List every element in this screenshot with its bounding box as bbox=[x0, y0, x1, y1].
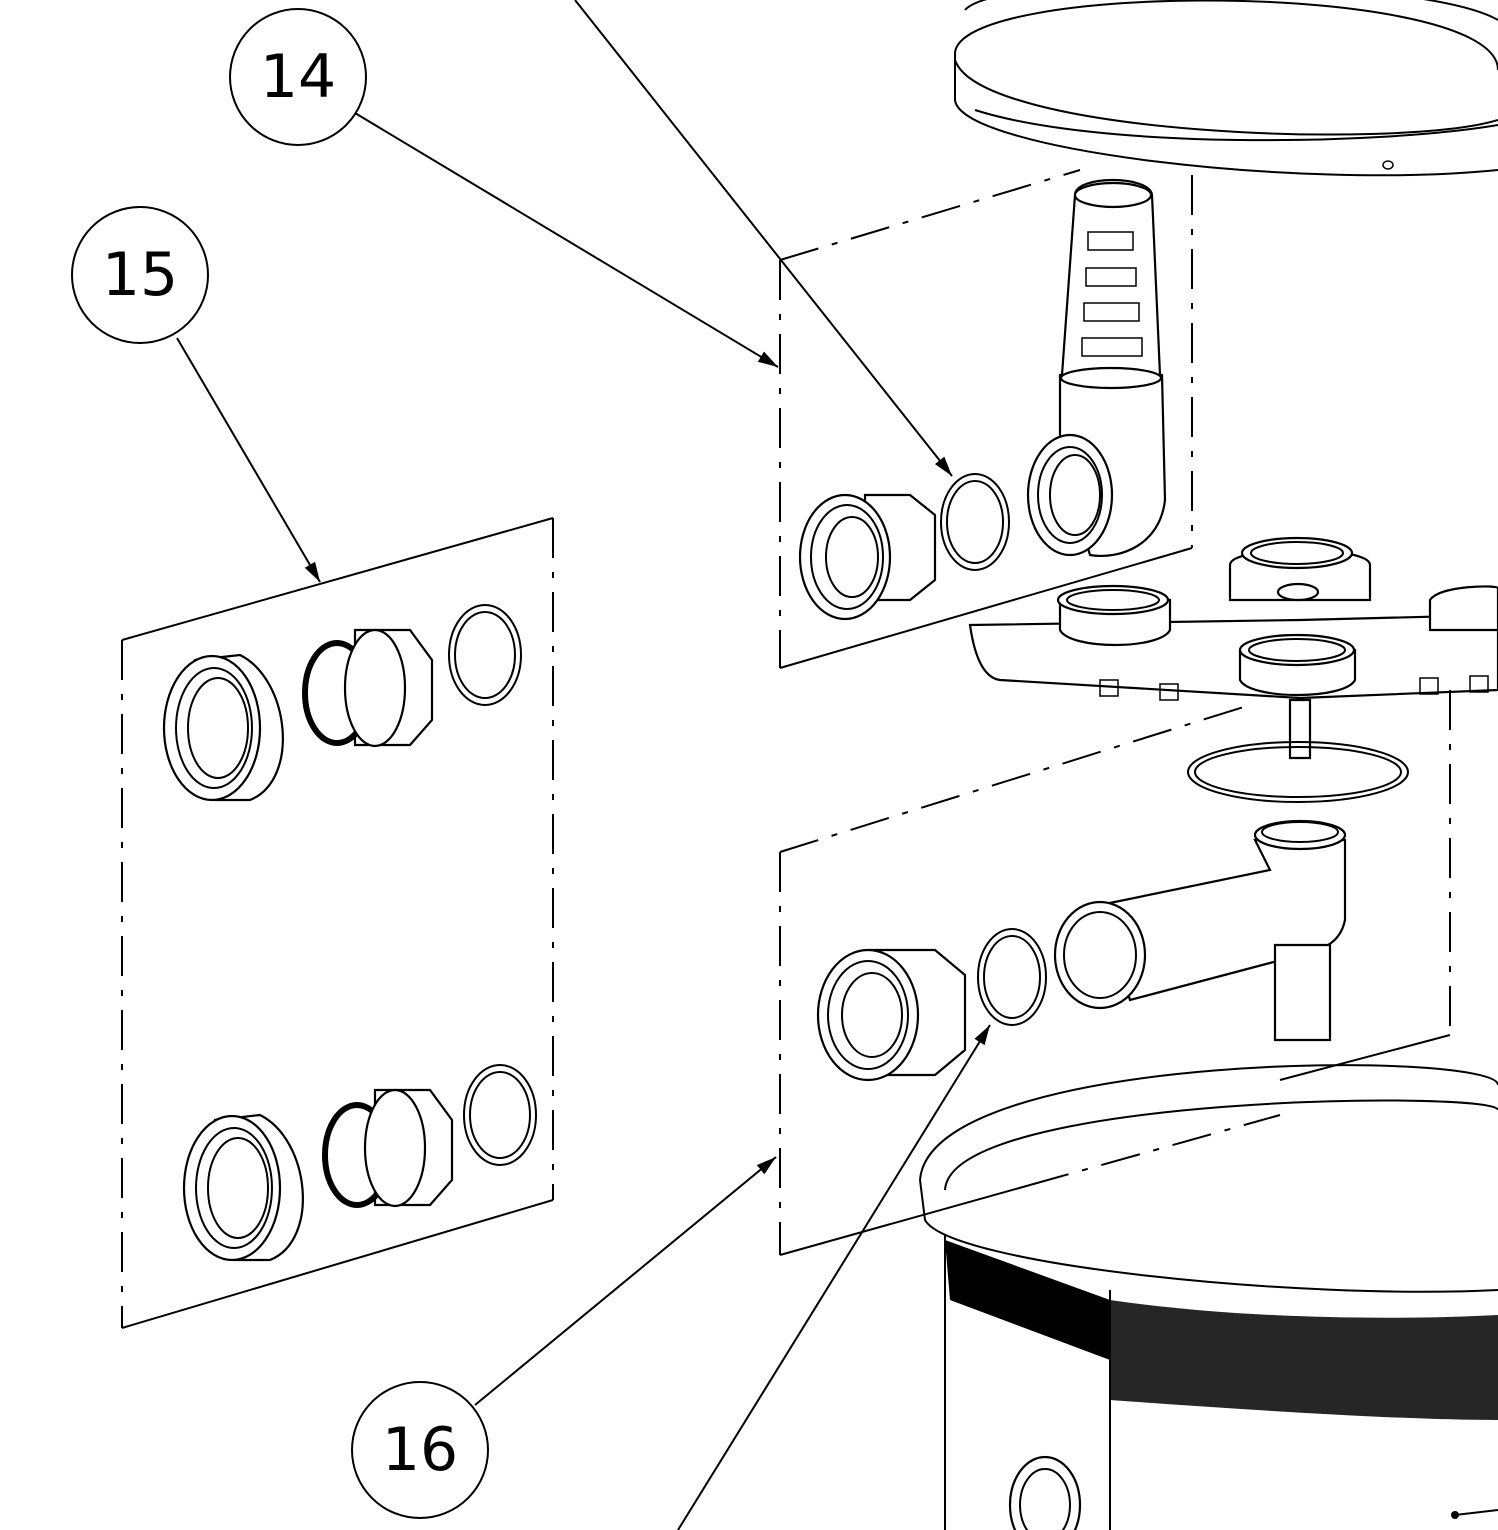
upper-adapter bbox=[798, 493, 937, 621]
callout-14-label: 14 bbox=[260, 42, 336, 112]
left-assembly-panel bbox=[121, 517, 554, 1329]
leader-lines bbox=[176, 0, 991, 1530]
o-ring-upper-left bbox=[448, 604, 522, 706]
upper-assembly-panel bbox=[779, 169, 1193, 669]
callout-15-label: 15 bbox=[102, 240, 178, 310]
callout-16: 16 bbox=[351, 1381, 489, 1519]
lower-elbow bbox=[1053, 819, 1347, 1042]
tank-lid-ring bbox=[953, 0, 1498, 177]
o-ring-lower-left bbox=[463, 1064, 537, 1166]
hub-o-ring bbox=[1187, 741, 1409, 803]
lower-o-ring bbox=[977, 928, 1047, 1026]
lower-assembly-panel bbox=[779, 704, 1451, 1256]
tailpiece-upper bbox=[302, 628, 434, 748]
strainer-elbow bbox=[1026, 179, 1167, 557]
union-nut-upper bbox=[162, 653, 284, 802]
callout-15: 15 bbox=[71, 206, 209, 344]
upper-o-ring bbox=[940, 473, 1010, 571]
tailpiece-lower bbox=[322, 1088, 454, 1208]
tank-body bbox=[919, 1064, 1498, 1530]
callout-16-label: 16 bbox=[382, 1415, 458, 1485]
union-nut-lower bbox=[182, 1113, 304, 1262]
lower-adapter bbox=[816, 948, 967, 1082]
lateral-hub bbox=[968, 536, 1498, 760]
callout-14: 14 bbox=[229, 8, 367, 146]
